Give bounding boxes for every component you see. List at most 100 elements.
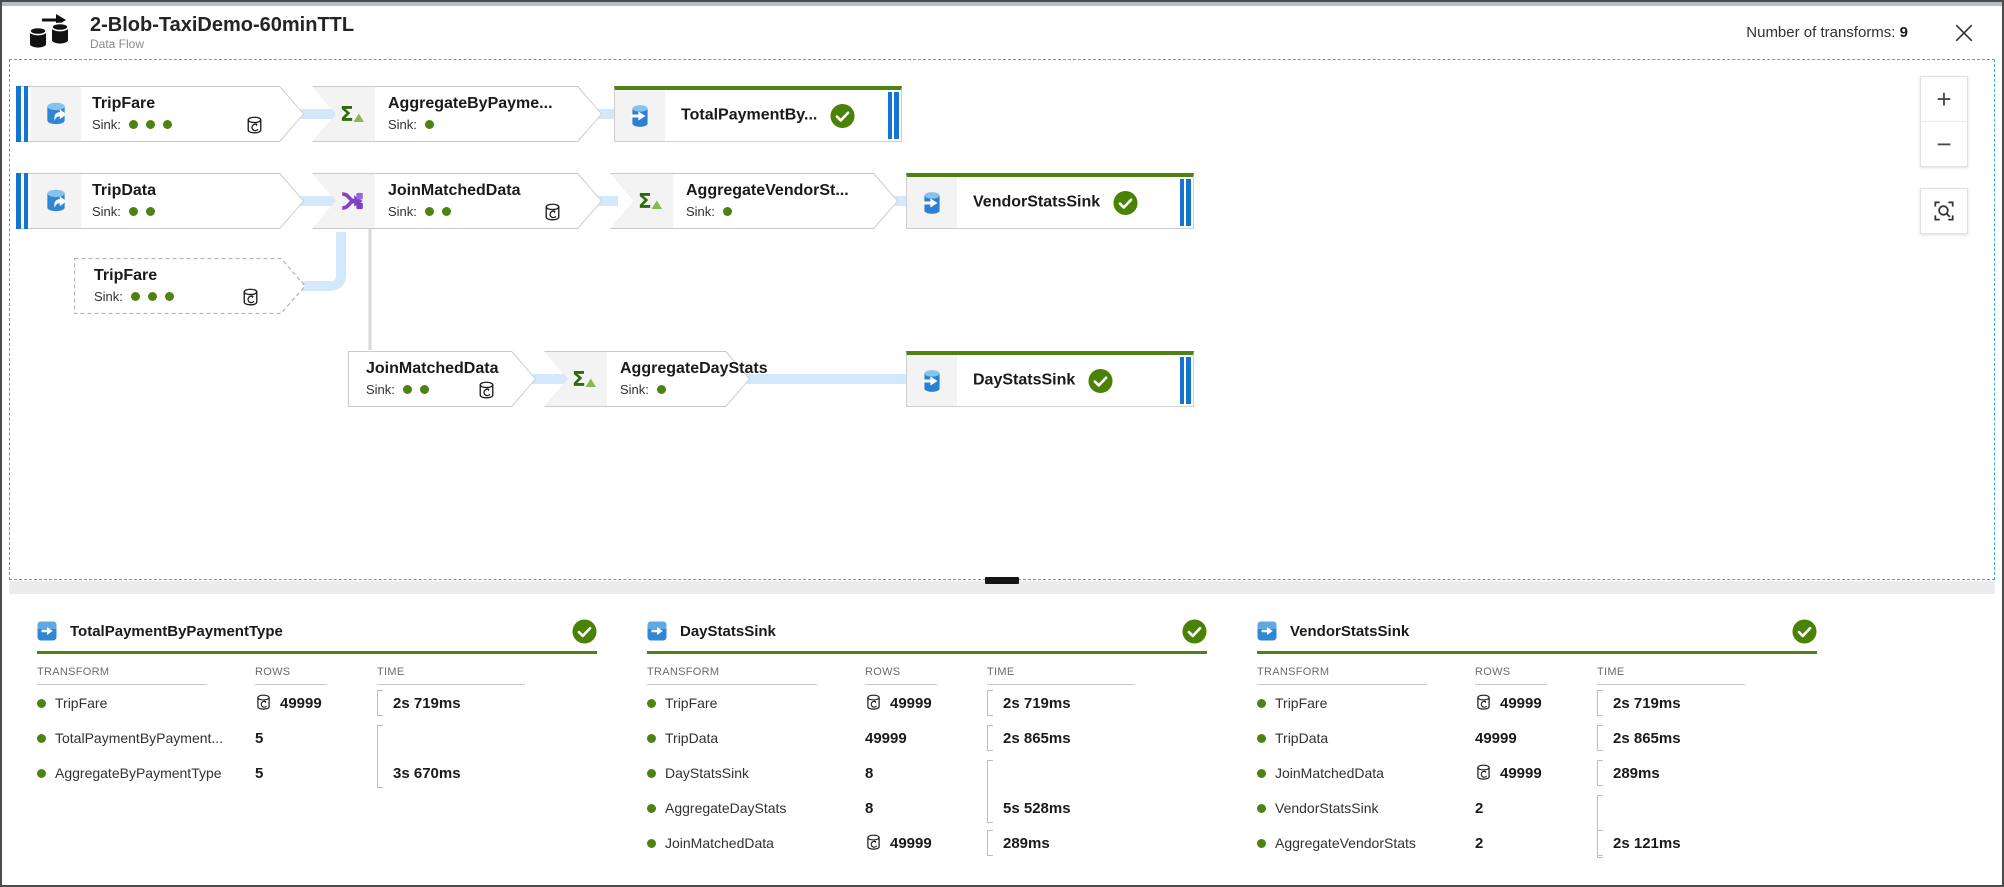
node-sink-status: Sink:: [92, 203, 156, 219]
time-value: 2s 719ms: [1003, 694, 1071, 712]
node-source-tripdata[interactable]: TripData Sink:: [16, 173, 304, 229]
time-bracket: [377, 725, 383, 788]
node-icon-box: [907, 355, 957, 406]
column-headers: TRANSFORM ROWS TIME: [647, 666, 1207, 685]
stats-table-total-payment: TotalPaymentByPaymentType TRANSFORM ROWS…: [37, 618, 597, 790]
transform-name: TripFare: [1275, 695, 1328, 711]
cache-icon: [1475, 693, 1492, 713]
node-aggregate-vendor-stats[interactable]: AggregateVendorSt... Sink:: [610, 173, 898, 229]
sink-icon: [647, 621, 667, 641]
node-aggregate-by-payment[interactable]: AggregateByPayme... Sink:: [312, 86, 602, 142]
status-dot-icon: [37, 698, 46, 708]
node-sink-status: Sink:: [366, 382, 498, 397]
sink-label: Sink:: [92, 203, 121, 219]
column-headers: TRANSFORM ROWS TIME: [37, 666, 597, 685]
panel-splitter[interactable]: [9, 577, 1995, 594]
table-title: TotalPaymentByPaymentType: [70, 622, 283, 640]
flow-canvas[interactable]: TripFare Sink: AggregateByPayme... Sink:…: [9, 59, 1995, 580]
node-icon-box: [907, 177, 957, 228]
sink-label: Sink:: [388, 116, 417, 132]
node-body: [349, 352, 535, 406]
table-header: DayStatsSink: [647, 618, 1207, 644]
row-count: 2: [1475, 834, 1484, 852]
col-transform: TRANSFORM: [37, 666, 207, 685]
node-title: AggregateByPayme...: [388, 95, 553, 112]
node-sink-vendor-stats[interactable]: VendorStatsSink: [906, 173, 1194, 229]
sink-dots: [715, 206, 732, 216]
node-sink-status: Sink:: [388, 203, 520, 219]
cache-icon: [477, 380, 496, 402]
status-dot-icon: [647, 698, 656, 708]
node-icon-box: [545, 352, 607, 406]
table-row: TripData 49999 2s 865ms: [1257, 721, 1817, 755]
node-icon-box: [313, 87, 375, 141]
check-icon: [830, 103, 855, 128]
stats-table-vendor-stats: VendorStatsSink TRANSFORM ROWS TIME Trip…: [1257, 618, 1817, 860]
status-dot-icon: [37, 733, 46, 743]
node-join-matched-data[interactable]: JoinMatchedData Sink:: [312, 173, 602, 229]
sink-stats-panel: TotalPaymentByPaymentType TRANSFORM ROWS…: [9, 594, 1995, 884]
table-row: AggregateByPaymentType 5 3s 670ms: [37, 756, 597, 790]
zoom-to-fit-button[interactable]: [1920, 188, 1968, 234]
status-dot-icon: [647, 803, 656, 813]
status-dot-icon: [647, 733, 656, 743]
col-rows: ROWS: [1475, 666, 1547, 685]
row-count: 8: [865, 764, 874, 782]
aggregate-icon: [571, 366, 597, 392]
col-rows: ROWS: [865, 666, 937, 685]
zoom-out-button[interactable]: −: [1921, 122, 1967, 166]
node-sink-total-payment[interactable]: TotalPaymentBy...: [614, 86, 902, 142]
sink-label: Sink:: [94, 288, 123, 304]
zoom-in-button[interactable]: +: [1921, 77, 1967, 121]
table-row: TotalPaymentByPayment... 5: [37, 721, 597, 788]
splitter-drag-handle[interactable]: [985, 577, 1019, 584]
node-title: TotalPaymentBy...: [681, 106, 818, 124]
time-bracket: [1597, 760, 1603, 786]
time-bracket: [1597, 725, 1603, 751]
sink-label: Sink:: [388, 203, 417, 219]
cache-icon: [245, 115, 264, 137]
col-rows: ROWS: [255, 666, 327, 685]
node-sink-status: Sink:: [388, 116, 553, 132]
node-title: AggregateVendorSt...: [686, 182, 849, 199]
node-title: DayStatsSink: [973, 371, 1076, 389]
sink-dots: [121, 119, 172, 129]
status-dot-icon: [37, 768, 46, 778]
time-value: 2s 121ms: [1613, 834, 1681, 852]
table-row: VendorStatsSink 2: [1257, 791, 1817, 858]
close-icon: [1954, 23, 1974, 43]
transform-name: AggregateVendorStats: [1275, 835, 1416, 851]
node-sink-day-stats[interactable]: DayStatsSink: [906, 351, 1194, 407]
col-time: TIME: [377, 666, 525, 685]
header-titles: 2-Blob-TaxiDemo-60minTTL Data Flow: [90, 14, 1746, 51]
check-icon: [1182, 619, 1207, 644]
status-dot-icon: [1257, 733, 1266, 743]
node-title: TripFare: [94, 267, 158, 284]
column-headers: TRANSFORM ROWS TIME: [1257, 666, 1817, 685]
node-source-tripfare[interactable]: TripFare Sink:: [16, 86, 304, 142]
row-count: 49999: [280, 694, 322, 712]
status-underline: [647, 651, 1207, 654]
sink-dots: [417, 119, 434, 129]
col-transform: TRANSFORM: [1257, 666, 1427, 685]
status-underline: [37, 651, 597, 654]
time-value: 2s 865ms: [1613, 729, 1681, 747]
node-aggregate-day-stats[interactable]: AggregateDayStats Sink:: [544, 351, 768, 407]
page-subtitle: Data Flow: [90, 37, 145, 51]
aggregate-icon: [637, 188, 663, 214]
node-sink-status: Sink:: [620, 382, 768, 397]
node-join-matched-data-reference[interactable]: JoinMatchedData Sink:: [348, 351, 536, 407]
stats-table-day-stats: DayStatsSink TRANSFORM ROWS TIME TripFar…: [647, 618, 1207, 860]
close-button[interactable]: [1944, 13, 1984, 53]
transform-name: TripData: [1275, 730, 1329, 746]
time-value: 3s 670ms: [393, 764, 461, 782]
node-icon-box: [313, 174, 375, 228]
sink-icon: [627, 103, 653, 129]
table-row: TripFare 49999 2s 719ms: [647, 686, 1207, 720]
node-tripfare-reference[interactable]: TripFare Sink:: [74, 258, 306, 314]
row-count: 49999: [890, 694, 932, 712]
time-bracket: [987, 725, 993, 751]
status-dot-icon: [647, 768, 656, 778]
sink-icon: [919, 368, 945, 394]
